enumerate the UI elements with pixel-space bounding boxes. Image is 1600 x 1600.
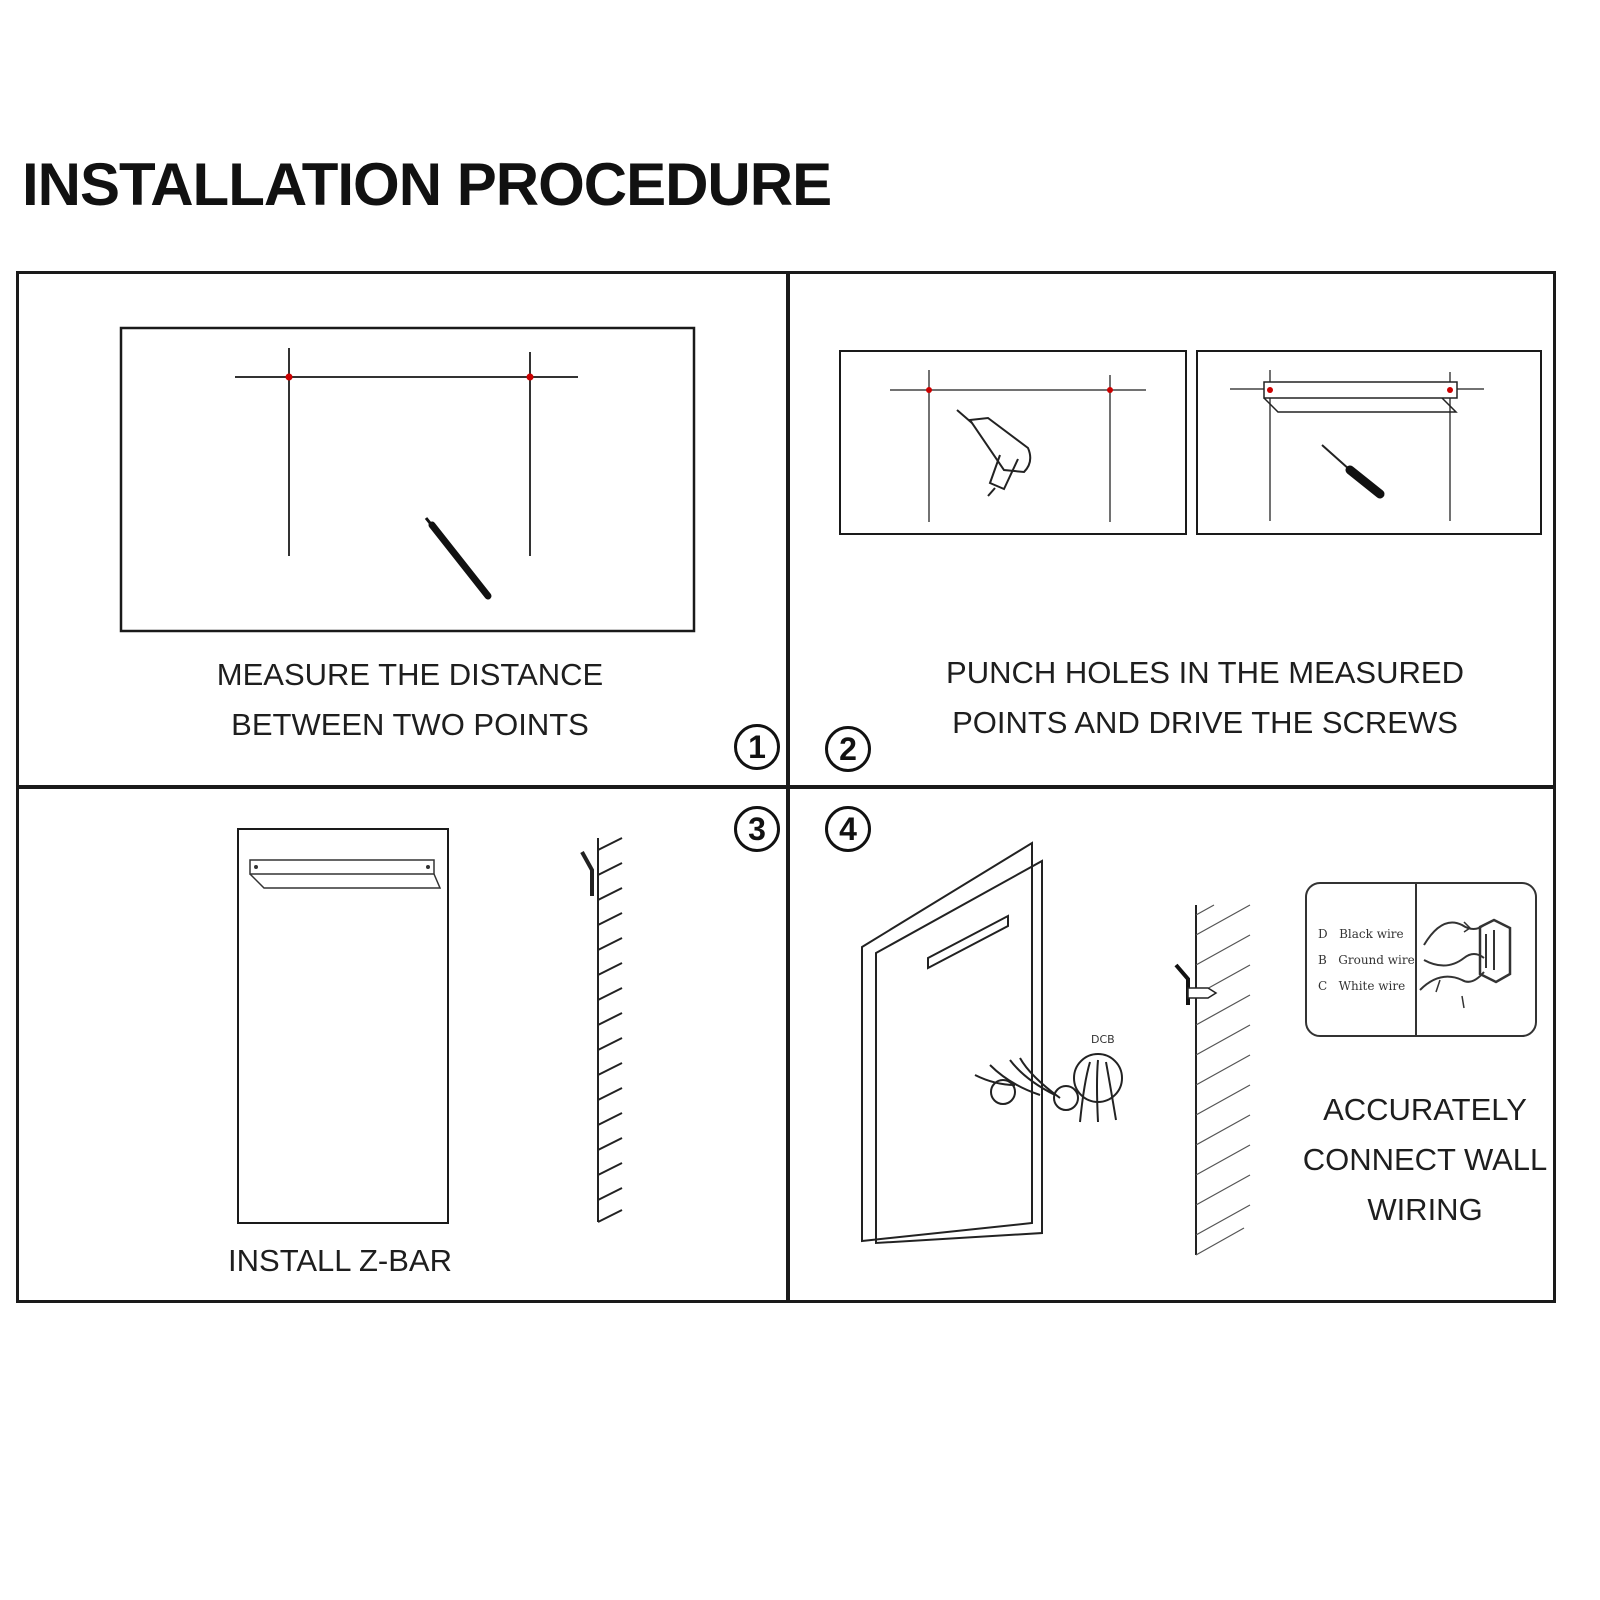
step-4-line-3: WIRING bbox=[1367, 1192, 1483, 1227]
legend-item-ground-wire: B Ground wire bbox=[1318, 953, 1415, 967]
drill-icon bbox=[956, 409, 1032, 497]
pencil-icon bbox=[424, 517, 492, 600]
step-3-number: 3 bbox=[734, 806, 780, 852]
step-2-number: 2 bbox=[825, 726, 871, 772]
step-2-line-2: POINTS AND DRIVE THE SCREWS bbox=[952, 705, 1458, 740]
step-4-number: 4 bbox=[825, 806, 871, 852]
wire-tag: DCB bbox=[1091, 1033, 1115, 1046]
page-title: INSTALLATION PROCEDURE bbox=[22, 151, 832, 218]
grid-divider-horizontal bbox=[16, 785, 1556, 789]
step-4-caption: ACCURATELY CONNECT WALL WIRING bbox=[1270, 1085, 1580, 1235]
legend-code: C bbox=[1318, 979, 1328, 993]
screwdriver-illustration bbox=[1196, 350, 1542, 535]
step-1-line-2: BETWEEN TWO POINTS bbox=[231, 707, 589, 742]
step-1-line-1: MEASURE THE DISTANCE bbox=[216, 657, 604, 692]
z-bar-install-illustration bbox=[237, 828, 623, 1224]
legend-label: Black wire bbox=[1339, 927, 1404, 941]
mirror-mount-illustration bbox=[861, 841, 1123, 1245]
legend-label: White wire bbox=[1338, 979, 1406, 993]
legend-code: B bbox=[1318, 953, 1327, 967]
wall-hatch bbox=[1174, 904, 1251, 1256]
wall-section bbox=[580, 837, 623, 1223]
step-4-line-2: CONNECT WALL bbox=[1302, 1142, 1548, 1177]
step-1-caption: MEASURE THE DISTANCE BETWEEN TWO POINTS bbox=[150, 650, 670, 750]
step-2-line-1: PUNCH HOLES IN THE MEASURED bbox=[946, 655, 1464, 690]
step-2-caption: PUNCH HOLES IN THE MEASURED POINTS AND D… bbox=[895, 648, 1515, 748]
step-3-caption: INSTALL Z-BAR bbox=[200, 1236, 480, 1286]
step-4-line-1: ACCURATELY bbox=[1323, 1092, 1527, 1127]
drill-illustration bbox=[839, 350, 1187, 535]
step-1-number: 1 bbox=[734, 724, 780, 770]
legend-code: D bbox=[1318, 927, 1328, 941]
legend-item-black-wire: D Black wire bbox=[1318, 927, 1404, 941]
legend-label: Ground wire bbox=[1338, 953, 1415, 967]
z-bar-icon bbox=[1263, 381, 1458, 413]
screwdriver-icon bbox=[1321, 444, 1385, 499]
legend-item-white-wire: C White wire bbox=[1318, 979, 1405, 993]
step-3-line-1: INSTALL Z-BAR bbox=[228, 1243, 452, 1278]
measure-illustration bbox=[119, 326, 696, 633]
wiring-legend-box bbox=[1305, 882, 1537, 1037]
